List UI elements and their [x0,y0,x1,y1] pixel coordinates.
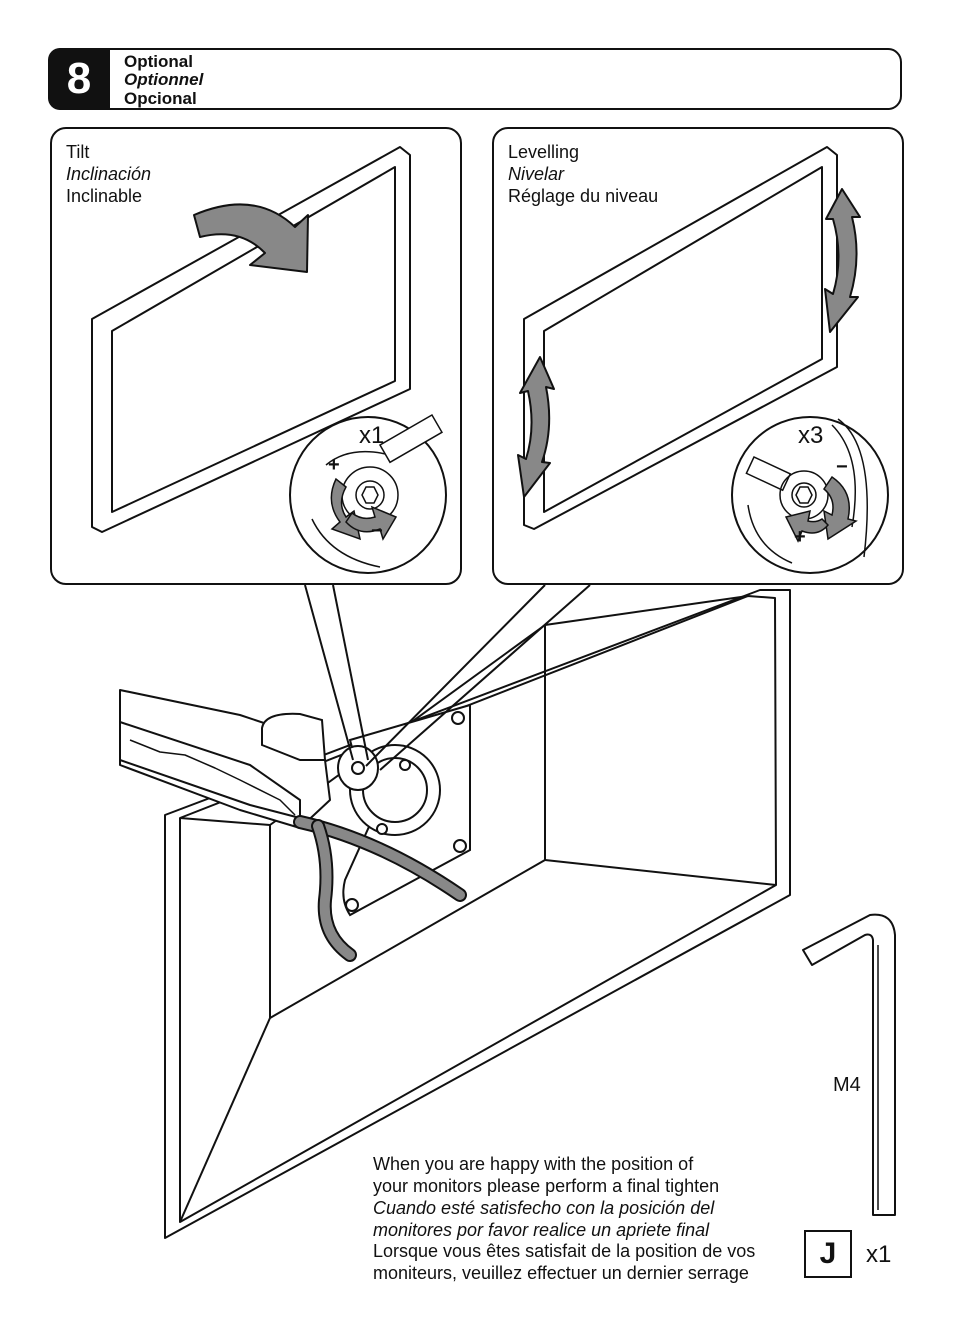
tilt-minus-sign: − [371,520,383,542]
tilt-illustration: x1 + − [91,146,447,574]
instruction-fr-line1: Lorsque vous êtes satisfait de la positi… [373,1241,756,1261]
instruction-es-line2: monitores por favor realice un apriete f… [373,1220,710,1240]
instruction-es-line1: Cuando esté satisfecho con la posición d… [373,1198,715,1218]
levelling-label-es: Nivelar [508,164,565,184]
levelling-plus-sign: + [794,526,806,548]
part-quantity: x1 [866,1241,892,1268]
levelling-label-en: Levelling [508,142,580,162]
tilt-plus-sign: + [328,454,340,476]
tilt-label-fr: Inclinable [66,186,143,206]
levelling-quantity: x3 [798,422,823,449]
step-title-en: Optional [124,52,193,71]
levelling-illustration: x3 − + [517,146,889,574]
part-letter-badge: J [804,1230,852,1278]
instruction-en-line2: your monitors please perform a final tig… [373,1176,720,1196]
tilt-label-es: Inclinación [66,164,152,184]
step-number-badge: 8 [48,48,110,110]
step-title-es: Opcional [124,89,197,108]
tilt-label-en: Tilt [66,142,90,162]
instruction-fr-line2: moniteurs, veuillez effectuer un dernier… [373,1263,749,1283]
levelling-minus-sign: − [836,456,848,478]
hex-key-size-label: M4 [833,1074,861,1096]
instruction-en-line1: When you are happy with the position of [373,1154,694,1174]
levelling-label-fr: Réglage du niveau [508,186,659,206]
tilt-quantity: x1 [359,422,384,449]
step-title-fr: Optionnel [124,70,204,89]
